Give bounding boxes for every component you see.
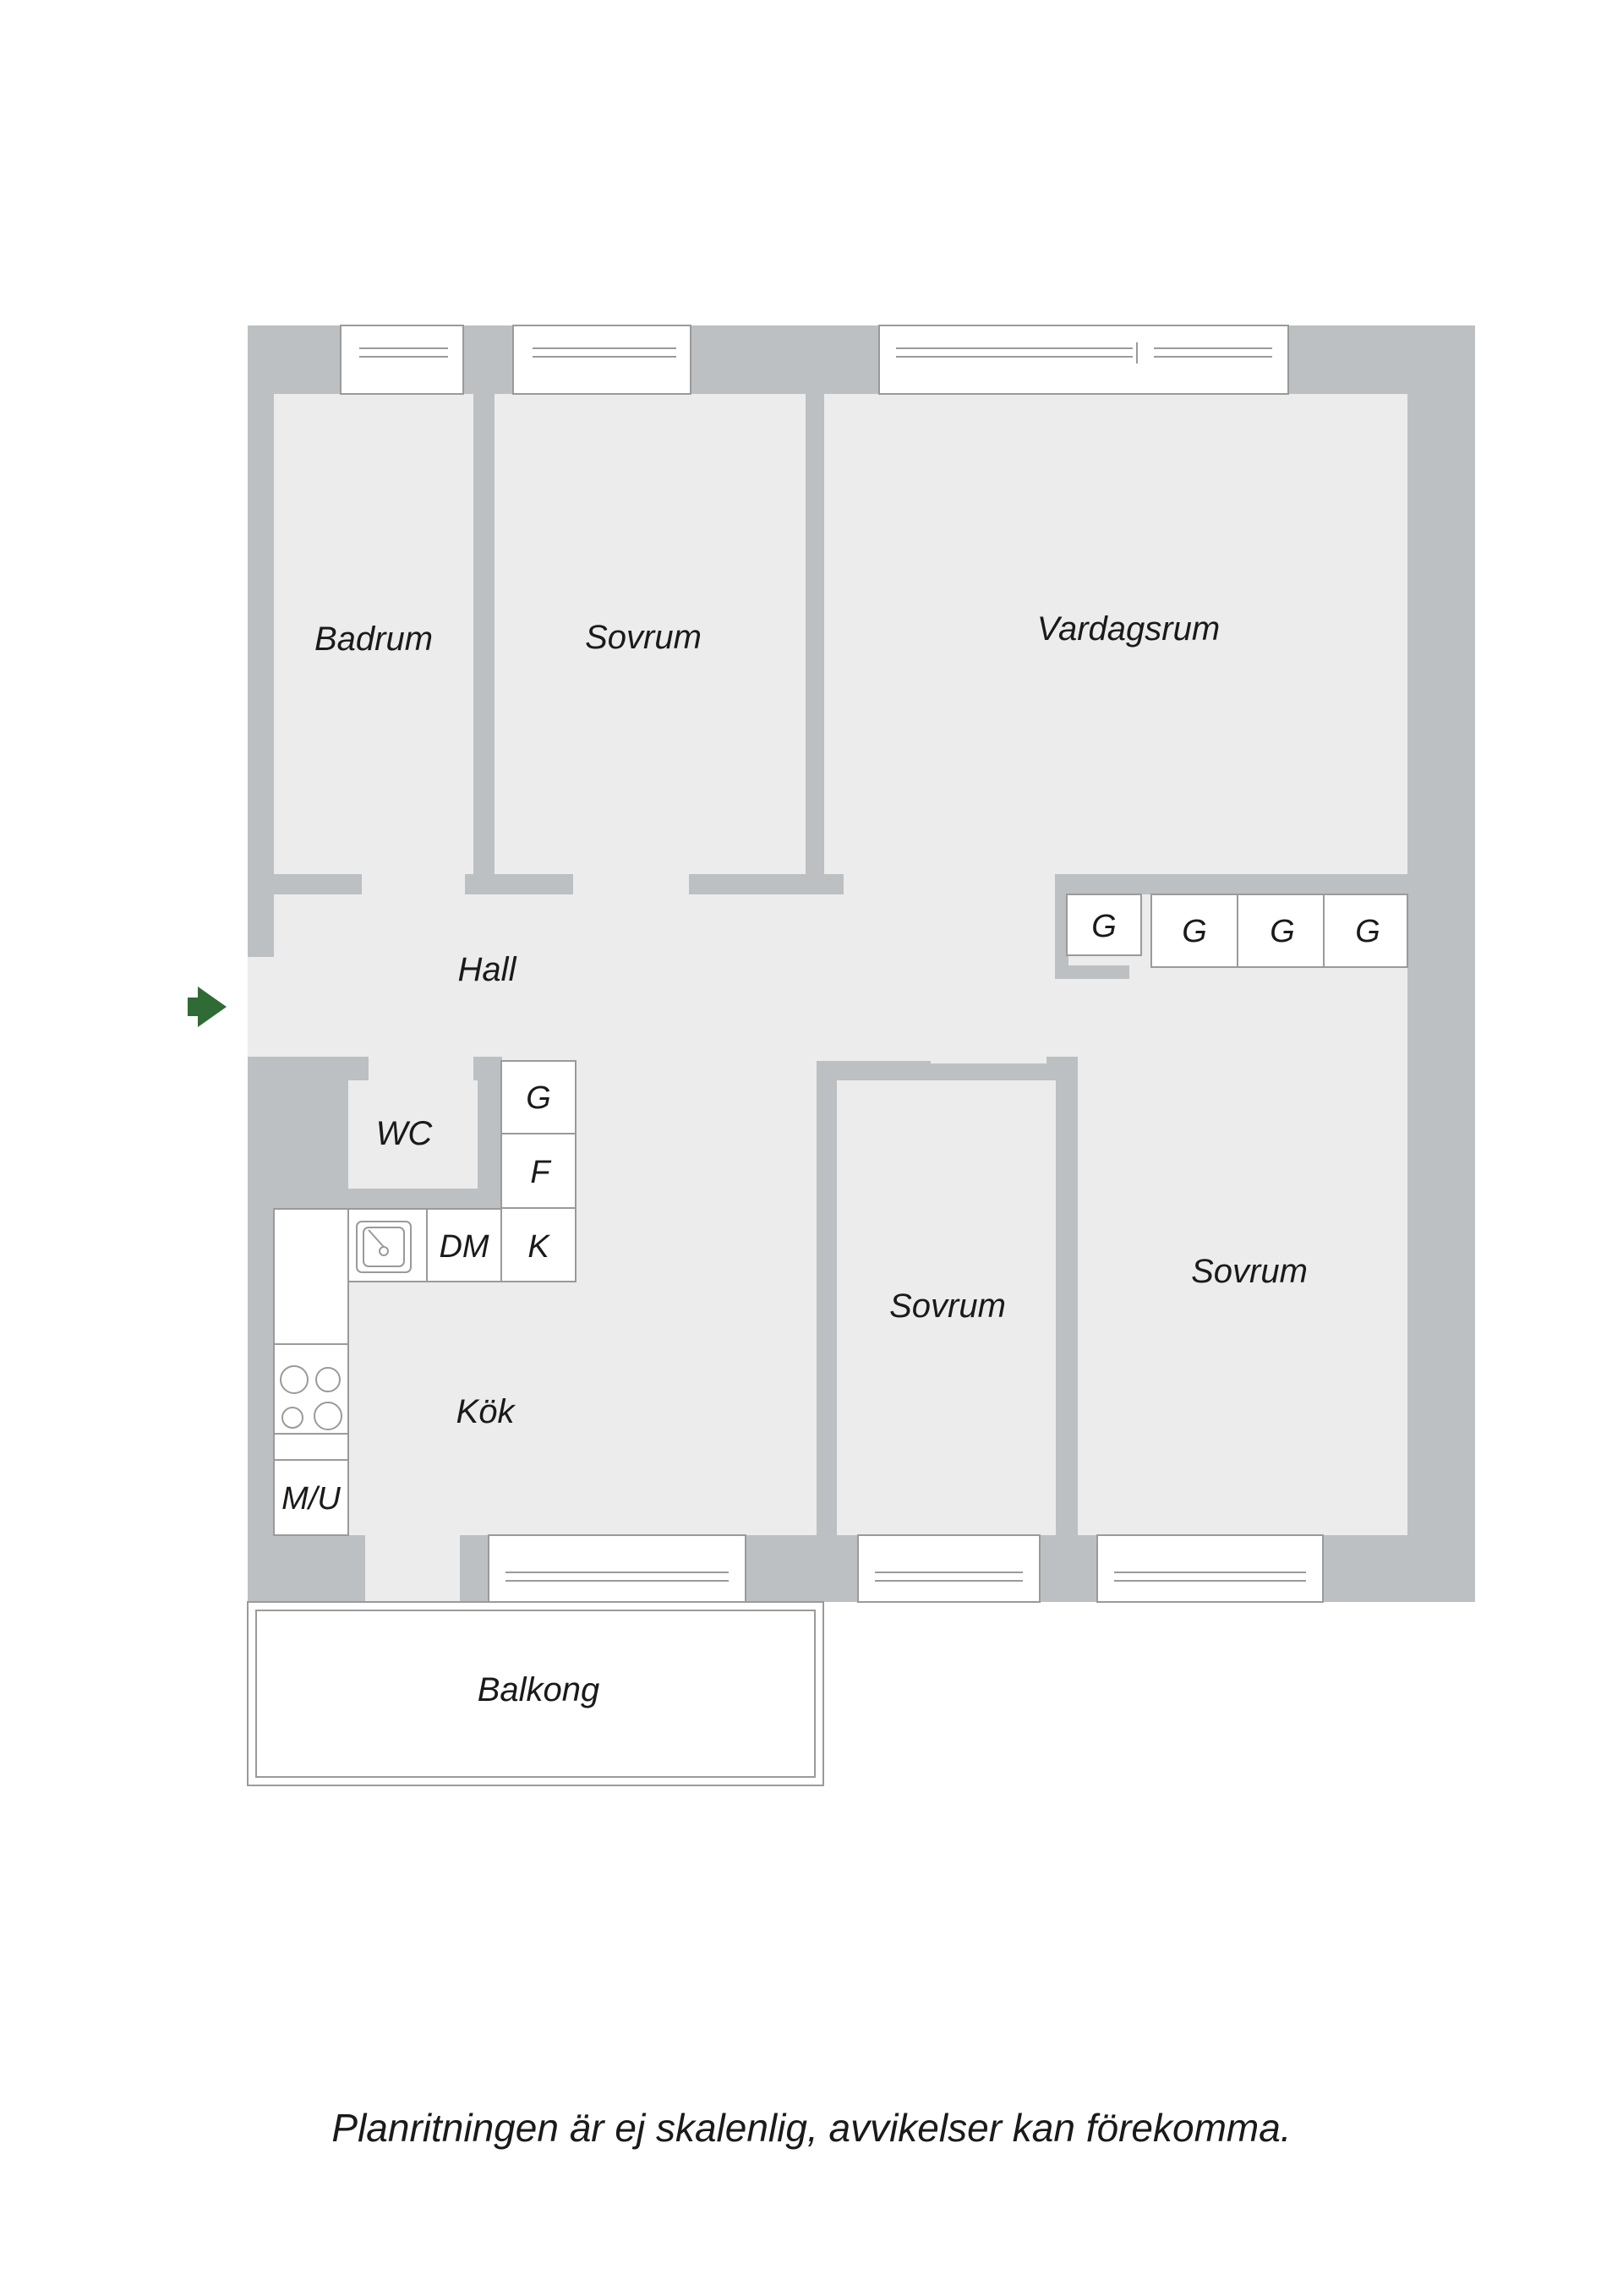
hall-wardrobes [1066,894,1408,968]
sink-icon [356,1221,412,1273]
room-label-sovrum-middle: Sovrum [889,1287,1006,1325]
microwave-oven-label: M/U [281,1481,341,1517]
wardrobe-label-hall-small: G [1091,909,1117,944]
entrance-arrow-icon [188,987,227,1027]
windows [340,325,1324,1603]
wardrobe-label-kitchen: G [526,1080,551,1116]
room-label-sovrum-right: Sovrum [1191,1253,1308,1290]
interior-walls [248,394,1407,1535]
floor-area [248,394,1407,1603]
room-label-sovrum-top: Sovrum [585,619,702,656]
room-label-vardagsrum: Vardagsrum [1037,610,1220,648]
room-label-badrum: Badrum [314,620,433,658]
stove-icon [280,1365,342,1430]
room-label-hall: Hall [458,951,517,988]
room-label-kok: Kök [456,1393,516,1430]
window-sovrum-middle [857,1534,1041,1603]
fridge-label: K [527,1229,550,1265]
freezer-label: F [530,1155,551,1190]
wardrobe-label-hall-2: G [1270,914,1295,949]
window-kok [488,1534,746,1603]
window-vardagsrum [878,325,1289,395]
room-label-balkong: Balkong [478,1671,600,1708]
room-label-wc: WC [376,1115,434,1152]
wardrobe-label-hall-1: G [1182,914,1207,949]
window-sovrum-right [1096,1534,1324,1603]
wardrobe-label-hall-3: G [1355,914,1380,949]
balcony [247,1601,824,1786]
disclaimer-text: Planritningen är ej skalenlig, avvikelse… [331,2106,1292,2150]
window-badrum [340,325,464,395]
window-sovrum-top [512,325,691,395]
dishwasher-label: DM [439,1229,489,1265]
